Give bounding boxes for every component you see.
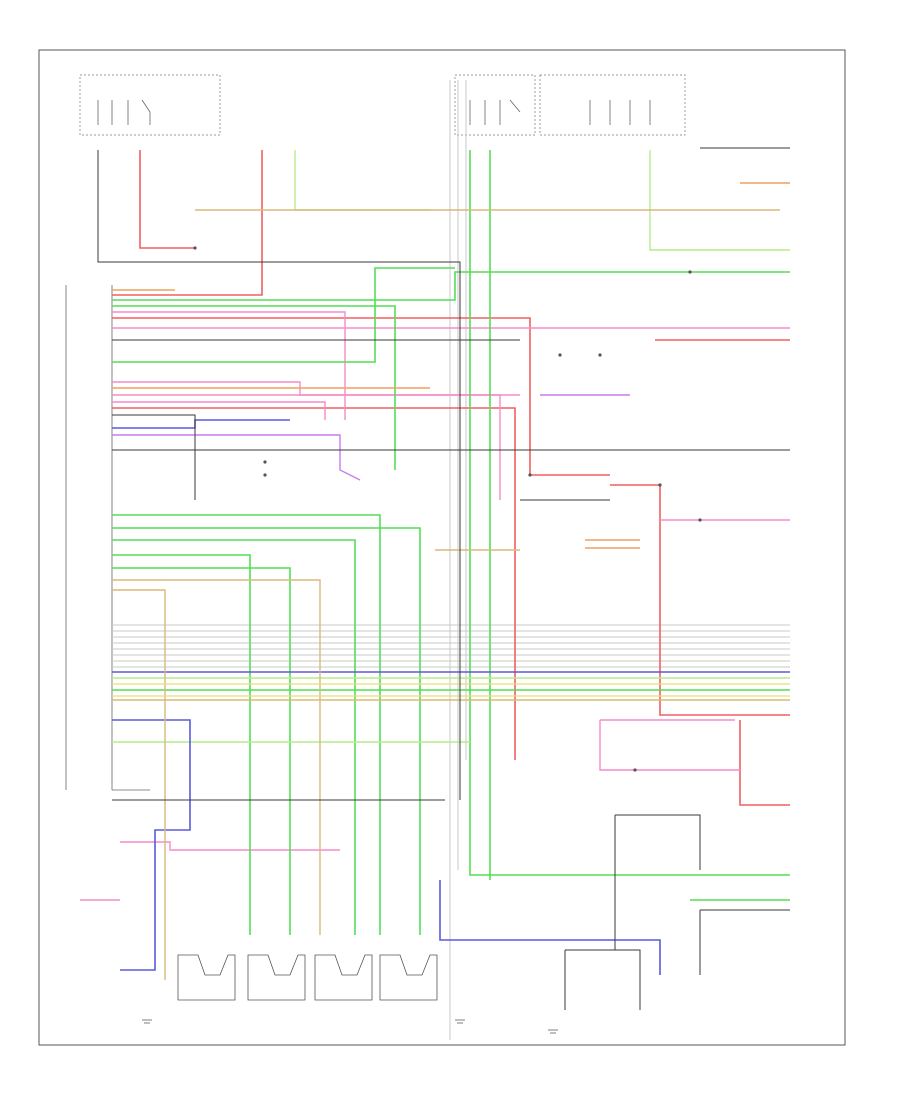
diagram-frame — [38, 49, 846, 1046]
wire-violet — [112, 394, 630, 481]
wire-pink — [80, 311, 790, 901]
connector-dots — [193, 246, 702, 772]
wire-red — [112, 150, 790, 806]
wire-bundle-gray — [112, 80, 790, 1040]
wire-blue — [112, 419, 790, 975]
wire-yellow — [112, 683, 790, 697]
wire-orange — [112, 182, 790, 549]
wire-tan — [112, 209, 790, 980]
wire-green — [112, 150, 790, 935]
fuse-box-left — [79, 74, 686, 136]
wire-ltgreen — [112, 150, 790, 743]
ground-symbols — [142, 1019, 558, 1034]
speaker-symbols — [177, 954, 438, 1001]
wire-black — [97, 147, 790, 1010]
ecu-connector-block — [65, 285, 150, 791]
relay-switch-symbols — [97, 99, 651, 125]
